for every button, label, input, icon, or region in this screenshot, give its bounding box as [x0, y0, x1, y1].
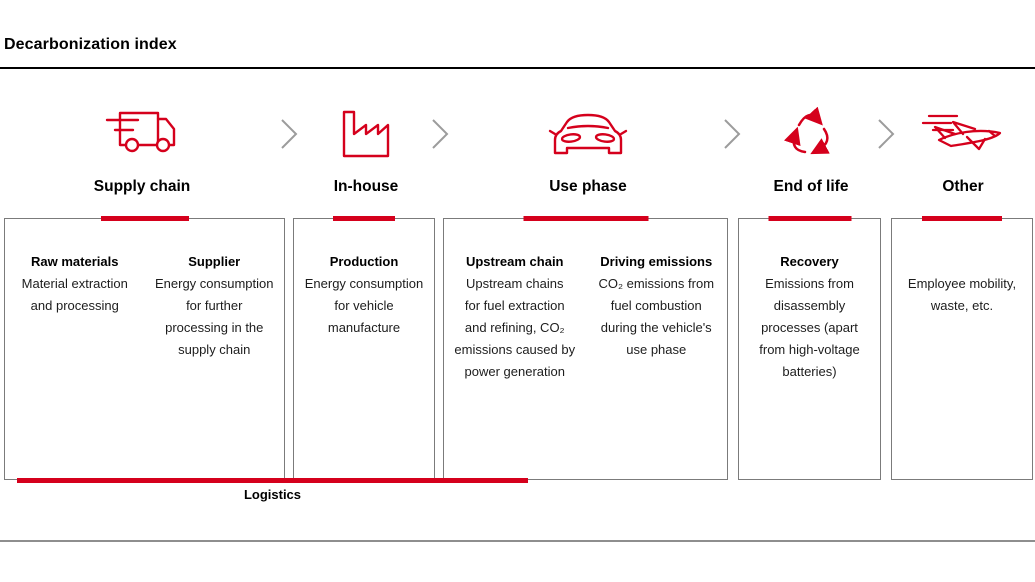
stage-label-other: Other — [942, 178, 984, 195]
bottom-divider — [0, 540, 1035, 542]
column-body: Emissions from disassembly processes (ap… — [759, 276, 860, 379]
chevron-right-icon — [875, 117, 897, 151]
logistics-span-line — [17, 478, 528, 483]
column-body: Employee mobility, waste, etc. — [907, 276, 1017, 313]
stage-label-in-house: In-house — [333, 178, 399, 195]
column-body: Material extraction and processing — [21, 276, 128, 313]
column-recovery: Recovery Emissions from disassembly proc… — [739, 251, 880, 383]
stage-use-phase: Use phase — [518, 100, 658, 196]
box-use-phase: Upstream chain Upstream chains for fuel … — [443, 216, 728, 480]
box-other: Employee mobility, waste, etc. — [891, 216, 1033, 480]
column-heading — [897, 251, 1027, 273]
column-raw-materials: Raw materials Material extraction and pr… — [5, 251, 145, 361]
column-heading: Raw materials — [31, 254, 119, 269]
truck-icon — [62, 100, 222, 166]
factory-icon — [296, 100, 436, 166]
stage-label-use-phase: Use phase — [549, 178, 627, 195]
stage-other: Other — [893, 100, 1033, 196]
box-accent-bar — [922, 216, 1002, 221]
column-heading: Production — [329, 254, 399, 269]
stage-label-end-of-life: End of life — [773, 178, 849, 195]
chevron-right-icon — [721, 117, 743, 151]
column-upstream-chain: Upstream chain Upstream chains for fuel … — [444, 251, 586, 383]
column-production: Production Energy consumption for vehicl… — [294, 251, 434, 339]
column-supplier: Supplier Energy consumption for further … — [145, 251, 285, 361]
stage-supply-chain: Supply chain — [62, 100, 222, 196]
column-driving-emissions: Driving emissions CO₂ emissions from fue… — [586, 251, 728, 383]
stage-in-house: In-house — [296, 100, 436, 196]
box-accent-bar — [100, 216, 189, 221]
chevron-right-icon — [278, 117, 300, 151]
box-accent-bar — [523, 216, 648, 221]
stage-label-supply-chain: Supply chain — [93, 178, 191, 195]
column-body: Energy consumption for further processin… — [154, 276, 274, 357]
logistics-label: Logistics — [243, 487, 302, 502]
top-divider — [0, 67, 1035, 69]
column-body: Upstream chains for fuel extraction and … — [454, 276, 576, 379]
box-end-of-life: Recovery Emissions from disassembly proc… — [738, 216, 881, 480]
box-supply-chain: Raw materials Material extraction and pr… — [4, 216, 285, 480]
column-body: Energy consumption for vehicle manufactu… — [304, 276, 424, 335]
page-title: Decarbonization index — [4, 36, 177, 53]
box-accent-bar — [768, 216, 851, 221]
chevron-right-icon — [429, 117, 451, 151]
column-heading: Supplier — [188, 254, 241, 269]
column-other: Employee mobility, waste, etc. — [892, 251, 1032, 317]
recycle-icon — [741, 100, 881, 166]
stage-end-of-life: End of life — [741, 100, 881, 196]
column-heading: Upstream chain — [465, 254, 564, 269]
box-accent-bar — [333, 216, 395, 221]
column-heading: Driving emissions — [600, 254, 713, 269]
column-heading: Recovery — [780, 254, 839, 269]
plane-icon — [893, 100, 1033, 166]
car-icon — [518, 100, 658, 166]
box-in-house: Production Energy consumption for vehicl… — [293, 216, 435, 480]
column-body: CO₂ emissions from fuel combustion durin… — [598, 276, 715, 357]
